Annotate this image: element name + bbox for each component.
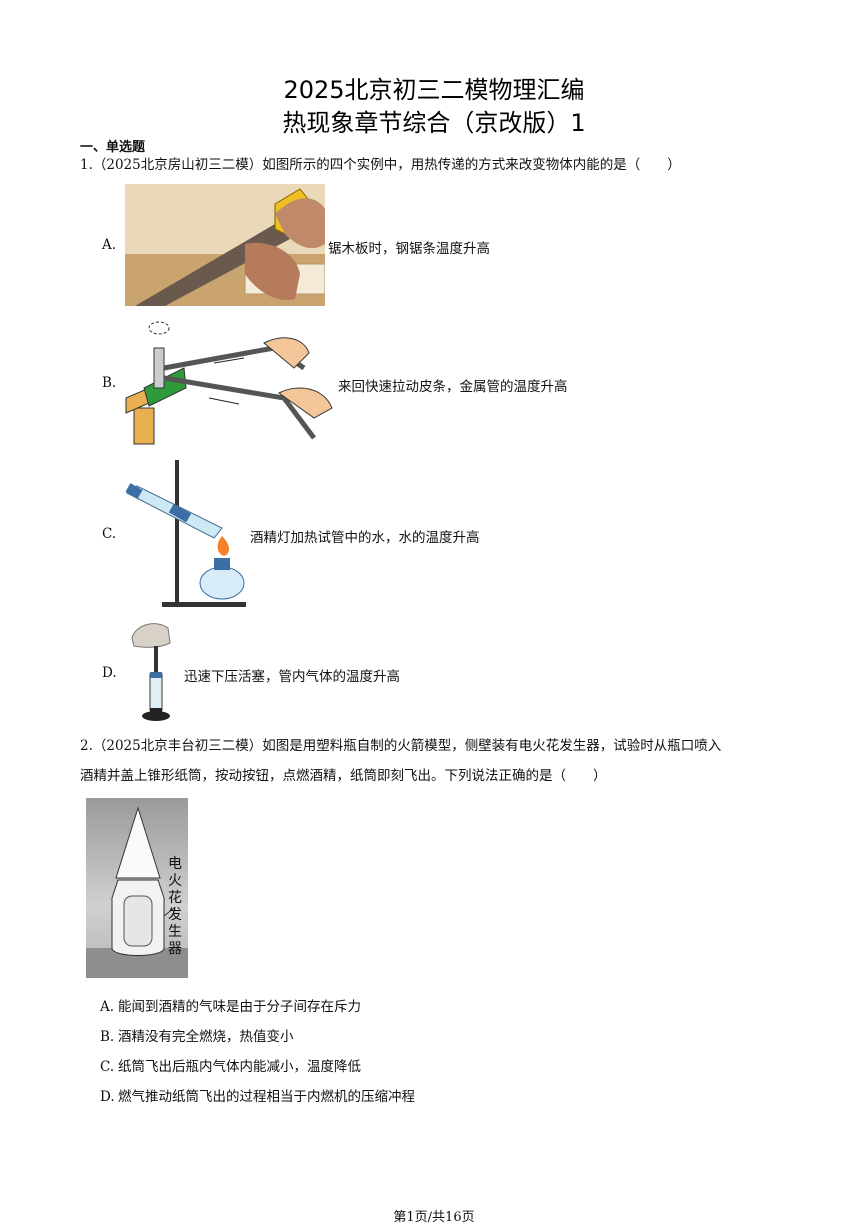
question-2-stem-line1: 2.（2025北京丰台初三二模）如图是用塑料瓶自制的火箭模型，侧壁装有电火花发生… [80,738,722,754]
q1-option-a-text: 锯木板时，钢锯条温度升高 [328,241,490,257]
q2-option-b-letter: B. [100,1029,115,1045]
q1-option-b-letter: B. [102,375,117,391]
piston-cylinder-image [131,623,171,721]
q2-option-c-letter: C. [100,1059,115,1075]
q1-option-d-text: 迅速下压活塞，管内气体的温度升高 [184,669,400,685]
q2-option-a-text: 能闻到酒精的气味是由于分子间存在斥力 [118,999,361,1015]
q1-option-b-text: 来回快速拉动皮条，金属管的温度升高 [338,379,568,395]
section-heading: 一、单选题 [80,140,146,155]
q2-option-b-text: 酒精没有完全燃烧，热值变小 [118,1029,294,1045]
q1-option-d-letter: D. [102,665,117,681]
spark-generator-label: 电火花发生器 [168,856,182,957]
q2-option-b: B.酒精没有完全燃烧，热值变小 [100,1025,294,1045]
q1-option-c-letter: C. [102,526,117,542]
q2-option-d: D.燃气推动纸筒飞出的过程相当于内燃机的压缩冲程 [100,1085,415,1105]
q2-option-d-text: 燃气推动纸筒飞出的过程相当于内燃机的压缩冲程 [118,1089,415,1105]
q1-option-c-text: 酒精灯加热试管中的水，水的温度升高 [250,530,480,546]
page-title-line2: 热现象章节综合（京改版）1 [282,109,586,137]
alcohol-lamp-image [125,460,246,607]
q2-option-a-letter: A. [100,999,115,1015]
q2-option-d-letter: D. [100,1089,115,1105]
page-footer: 第1页/共16页 [393,1210,475,1225]
q1-option-a-letter: A. [102,237,117,253]
q2-option-a: A.能闻到酒精的气味是由于分子间存在斥力 [100,995,361,1015]
saw-image [125,184,325,306]
question-2-stem-line2: 酒精并盖上锥形纸筒，按动按钮，点燃酒精，纸筒即刻飞出。下列说法正确的是（ ） [80,768,607,784]
rocket-model-image: 电火花发生器 [86,798,188,978]
q2-option-c: C.纸筒飞出后瓶内气体内能减小，温度降低 [100,1055,361,1075]
page-title-line1: 2025北京初三二模物理汇编 [283,76,585,104]
q2-option-c-text: 纸筒飞出后瓶内气体内能减小，温度降低 [118,1059,361,1075]
question-1-stem: 1.（2025北京房山初三二模）如图所示的四个实例中，用热传递的方式来改变物体内… [80,157,681,173]
metal-tube-friction-image [125,321,333,445]
